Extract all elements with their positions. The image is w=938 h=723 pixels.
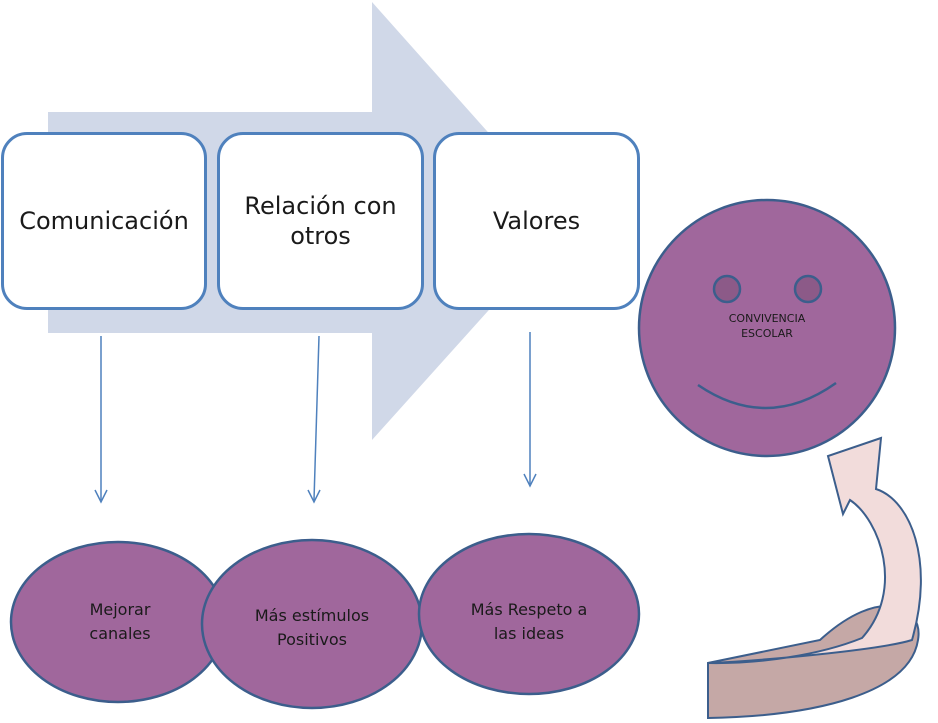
connector-arrow-3: [523, 332, 537, 488]
step-box-2: Relación con otros: [217, 132, 424, 310]
face-label-line1: CONVIVENCIA: [728, 312, 806, 325]
step-box-3: Valores: [433, 132, 640, 310]
outcome-2-line2: Positivos: [277, 630, 347, 649]
step-box-1: Comunicación: [1, 132, 207, 310]
curved-arrow: [707, 436, 922, 720]
outcome-text-3: Más Respeto a las ideas: [439, 598, 619, 646]
connector-arrow-2: [307, 335, 321, 504]
outcome-oval-3: [417, 532, 641, 696]
outcome-text-2: Más estímulos Positivos: [222, 604, 402, 652]
outcome-2-line1: Más estímulos: [254, 606, 370, 625]
face-label-line2: ESCOLAR: [741, 327, 793, 340]
smile-icon: [697, 381, 837, 410]
outcome-1-line2: canales: [89, 624, 151, 643]
left-eye-icon: [712, 274, 742, 304]
right-eye-icon: [793, 274, 823, 304]
step-label-2: Relación con otros: [244, 192, 397, 250]
step-label-3: Valores: [492, 207, 581, 235]
step-label-1: Comunicación: [19, 207, 189, 235]
connector-arrow-1: [94, 336, 108, 504]
outcome-3-line2: las ideas: [493, 624, 565, 643]
outcome-1-line1: Mejorar: [89, 600, 151, 619]
outcome-text-1: Mejorar canales: [30, 598, 210, 646]
outcome-3-line1: Más Respeto a: [470, 600, 588, 619]
face-label: CONVIVENCIA ESCOLAR: [697, 311, 837, 341]
smiley-face: [637, 198, 897, 458]
